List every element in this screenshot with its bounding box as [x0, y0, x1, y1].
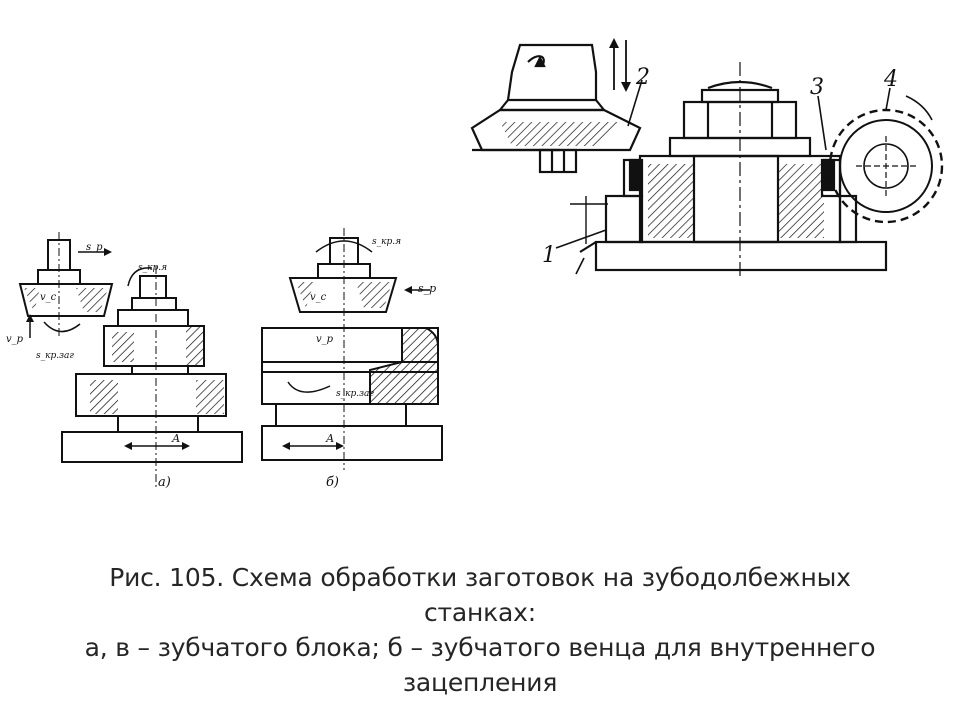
b-v-p: v_р	[316, 334, 334, 345]
cutter-nut	[538, 148, 578, 174]
b-axis: А	[325, 432, 334, 445]
caption-line-4: зацепления	[402, 668, 558, 697]
callout-1: 1	[542, 243, 556, 268]
b-s-round: s_кр.я	[372, 237, 401, 247]
spindle-body	[506, 43, 598, 102]
cutter-b	[288, 277, 398, 313]
leader-1	[555, 229, 607, 249]
a-s-r: s_р	[86, 242, 103, 253]
caption-line-1: Рис. 105. Схема обработки заготовок на з…	[109, 563, 851, 592]
spindle-flange	[497, 99, 607, 112]
a-v-c: v_c	[40, 292, 57, 303]
machine-table	[594, 240, 888, 272]
callout-4: 4	[883, 67, 898, 92]
b-s-radial: s_р	[418, 282, 436, 295]
table-a	[61, 431, 243, 463]
table-b	[261, 425, 443, 461]
subfigure-a	[18, 232, 243, 488]
callout-2: 2	[635, 65, 650, 90]
a-s-round: s_кр.я	[138, 263, 167, 273]
cutter-a	[18, 283, 114, 317]
a-v-p: v_р	[6, 334, 24, 345]
caption-line-2: станках:	[423, 598, 536, 627]
subfigure-b	[261, 228, 443, 470]
subfig-a-label: а)	[158, 475, 171, 490]
subfig-b-label: б)	[326, 475, 339, 490]
a-axis: А	[171, 432, 180, 445]
figure-caption: Рис. 105. Схема обработки заготовок на з…	[40, 560, 920, 700]
setup-drawing-top	[470, 38, 944, 280]
a-s-round2: s_кр.заг	[36, 351, 74, 361]
callout-3: 3	[810, 75, 824, 100]
machining-diagram: 2 3 4 1	[6, 38, 944, 490]
b-s-round2: s_кр.заг	[336, 389, 374, 399]
cutter-hatch	[500, 122, 620, 146]
caption-line-3: а, в – зубчатого блока; б – зубчатого ве…	[84, 633, 876, 662]
b-v-c: v_c	[310, 292, 327, 303]
